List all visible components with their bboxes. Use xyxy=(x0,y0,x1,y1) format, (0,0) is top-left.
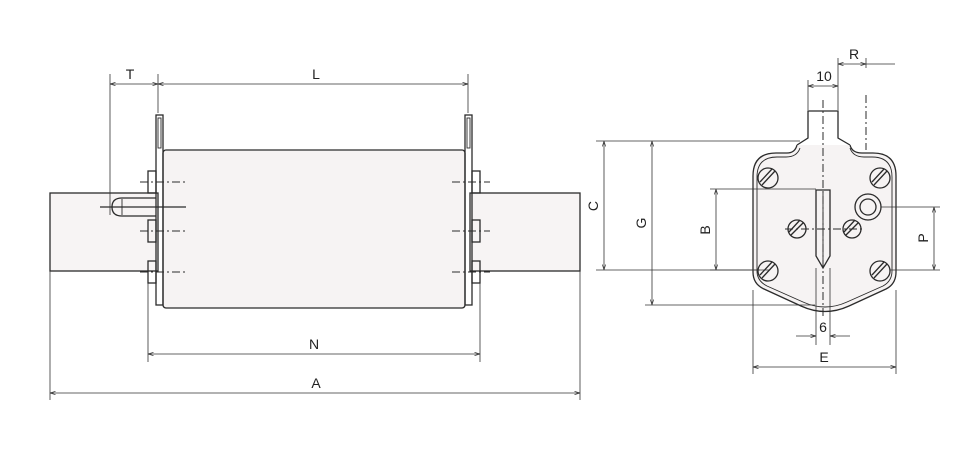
side-view-dimensions: T L N A xyxy=(49,66,581,400)
dim-label-l: L xyxy=(312,66,320,82)
dim-label-c: C xyxy=(585,201,601,211)
dim-label-a: A xyxy=(311,375,321,391)
front-view xyxy=(752,100,897,318)
dim-label-r: R xyxy=(849,46,859,62)
dim-label-t: T xyxy=(126,66,135,82)
striker-pin xyxy=(100,197,186,217)
side-view xyxy=(49,114,581,309)
front-body-outline xyxy=(752,144,897,313)
dim-label-g: G xyxy=(633,218,649,229)
front-view-dimensions: 10 R C G B P 6 E xyxy=(585,46,940,374)
fuse-body xyxy=(162,149,466,309)
dim-label-b: B xyxy=(697,225,713,234)
dim-label-six: 6 xyxy=(819,319,827,335)
left-end-plate xyxy=(155,114,164,306)
center-slot xyxy=(815,189,831,270)
inner-screws xyxy=(785,219,865,239)
left-blade xyxy=(49,192,159,272)
dim-label-e: E xyxy=(819,349,828,365)
right-blade xyxy=(469,192,581,272)
dim-label-p: P xyxy=(915,233,931,242)
corner-screws xyxy=(757,167,891,282)
dim-label-ten: 10 xyxy=(816,68,832,84)
dim-label-n: N xyxy=(309,336,319,352)
right-bolt-brackets xyxy=(452,170,490,284)
right-end-plate xyxy=(464,114,473,306)
left-bolt-brackets xyxy=(140,170,185,284)
